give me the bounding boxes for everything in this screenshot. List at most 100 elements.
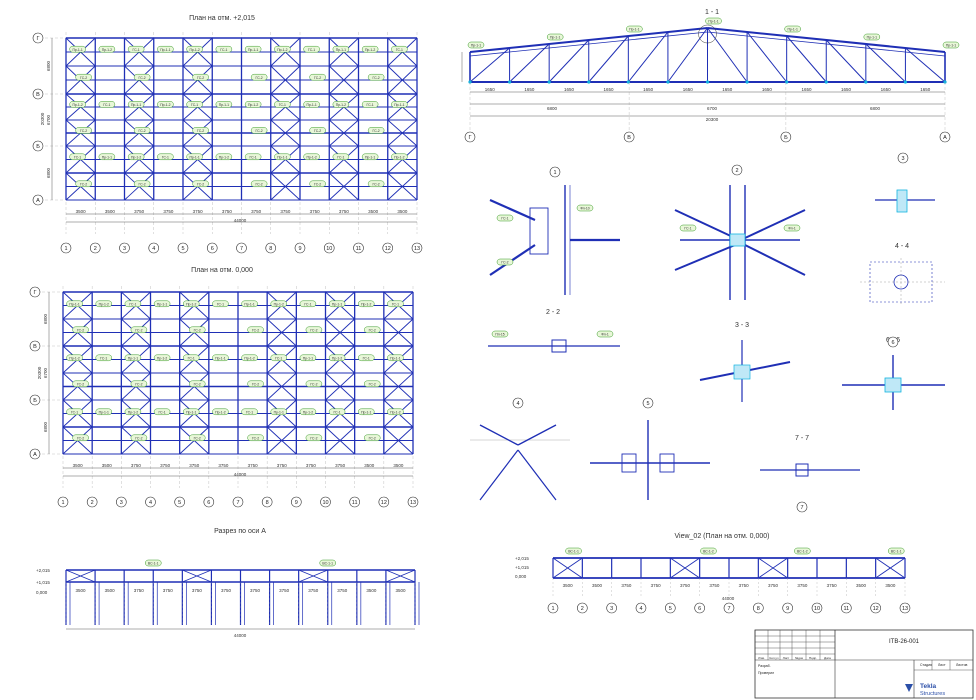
plan-bot-tag-0-9 <box>328 300 346 308</box>
section-7-7-node <box>795 463 809 477</box>
plan-bot-tag-2-8-text: Пр-1-2 <box>303 410 313 414</box>
view-02-tag-1 <box>565 547 582 555</box>
detail-4-lower-right <box>517 449 557 501</box>
plan-bot-row-dim-2: 6800 <box>43 421 48 432</box>
view-02-axis-2-label: 2 <box>581 606 584 612</box>
plan-top-axis-10 <box>323 242 335 254</box>
plan-top-tag2-0-0 <box>75 73 92 81</box>
plan-top-tag-0-1-text: Пр-1-2 <box>102 48 112 52</box>
plan-bot-tag-0-8-text: ГС-1 <box>304 302 311 306</box>
plan-top-tag-0-10-text: Пр-1-2 <box>365 48 375 52</box>
plan-bot-tag-1-9 <box>328 354 346 362</box>
plan-bot-tag-1-4-text: ГС-1 <box>188 356 195 360</box>
plan-bot-tag-0-3-text: Пр-1-1 <box>157 302 167 306</box>
view-02-axis-2 <box>577 602 588 614</box>
plan-bot-tag-2-6 <box>241 408 258 416</box>
plan-top-tag-1-1 <box>98 101 116 108</box>
truss-title: 1 - 1 <box>705 9 719 16</box>
plan-top-tag2-0-6-text: ГС-2 <box>256 76 263 80</box>
detail-marker-3 <box>897 152 909 164</box>
truss-panel-dim-5: 1650 <box>683 87 694 92</box>
title-block-stage-0: Стадия <box>920 663 932 667</box>
plan-bot-axis-8 <box>261 496 273 508</box>
title-block-header-5: Дата <box>824 656 831 660</box>
plan-top-tag-0-7-text: Пр-1-2 <box>277 48 287 52</box>
plan-bot-axis-5-label: 5 <box>178 500 181 506</box>
plan-top-tag-2-4 <box>186 153 203 161</box>
plan-top-bay-dim-10: 3500 <box>368 209 379 214</box>
plan-bot-tag-2-11-text: Пр-1-2 <box>390 410 400 414</box>
plan-bot-brace-2-7-d <box>266 426 297 455</box>
plan-bot-tag-1-3 <box>153 354 171 362</box>
plan-top-axis-5 <box>177 242 189 254</box>
section-a-bay-dim-4: 3750 <box>192 588 203 593</box>
truss-tag-6 <box>705 17 722 25</box>
plan-bot-tag2-1-6-text: ГС-2 <box>252 382 259 386</box>
detail-5-plate-a <box>621 453 637 473</box>
section-2-2-tag-a-text: Пл-15 <box>495 333 504 337</box>
view-02-axis-9 <box>782 602 793 614</box>
truss-axis-А <box>939 131 951 143</box>
section-a-bay-dim-0: 3500 <box>76 588 87 593</box>
truss-tag-6-text: Пр-1-1 <box>708 20 718 24</box>
truss-panel-dim-4: 1650 <box>643 87 654 92</box>
section-a-bay-dim-8: 3750 <box>308 588 319 593</box>
title-block-header-0: Изм. <box>758 656 765 660</box>
view-02-axis-13 <box>899 602 911 614</box>
detail-1-tag-b-text: ГС-2 <box>501 261 508 265</box>
plan-top-tag2-2-4 <box>192 180 209 188</box>
plan-top-axis-8-label: 8 <box>269 246 272 252</box>
truss-diag-10 <box>865 43 906 83</box>
plan-bot-tag-0-7-text: Пр-1-2 <box>274 302 284 306</box>
truss-dim-1: 6800 <box>547 106 558 111</box>
detail-2-diag-c <box>744 209 806 239</box>
title-block-stage-1: Лист <box>938 663 946 667</box>
truss-detail-callout <box>698 24 717 44</box>
plan-bot-tag-1-0-text: Пр-1-2 <box>69 356 79 360</box>
detail-1-tag-a-text: ГС-1 <box>501 217 508 221</box>
plan-bot-axis-7-label: 7 <box>236 500 239 506</box>
plan-top-brace-1-11-d <box>387 119 418 147</box>
truss-node-10 <box>864 80 868 84</box>
plan-top-tag-0-9 <box>332 45 350 53</box>
plan-top-total-dim: 44000 <box>234 218 247 223</box>
plan-bot-tag-0-11-text: ГС-1 <box>392 302 399 306</box>
section-a-bay-dim-6: 3750 <box>250 588 261 593</box>
view-02-axis-10-label: 10 <box>814 606 820 612</box>
plan-top-brace-2-11-d <box>387 172 418 201</box>
view-02-tag-4 <box>887 547 905 555</box>
plan-bot-tag-2-2 <box>124 408 142 416</box>
title-block-header-3: №док <box>795 656 804 660</box>
plan-top-axis-13 <box>411 242 423 254</box>
plan-bot-axis-2 <box>86 496 98 508</box>
plan-top-row-dim-0: 6800 <box>46 60 51 71</box>
plan-bot-axis-10 <box>320 496 331 508</box>
plan-bot-axis-13-label: 13 <box>410 500 416 506</box>
view-02-axis-7-label: 7 <box>727 606 730 612</box>
view-02-bay-dim-8: 3750 <box>797 583 808 588</box>
plan-top-tag2-2-10 <box>367 180 385 188</box>
plan-top-tag-0-8-text: ГС-1 <box>308 48 315 52</box>
plan-bot-brace-2-9-d <box>325 426 355 455</box>
plan-bot-tag-0-6 <box>241 300 258 308</box>
view-02-elev-0: +2,015 <box>515 556 529 561</box>
truss-tag-10-text: Пр-1-1 <box>867 36 877 40</box>
plan-bot-bay-dim-5: 3750 <box>218 463 229 468</box>
plan-top-tag-0-1 <box>98 45 116 53</box>
plan-bot-tag-0-10-text: Пр-1-2 <box>361 302 371 306</box>
truss-node-4 <box>626 80 630 84</box>
truss-tag-8 <box>784 25 801 33</box>
plan-top-bay-dim-11: 3500 <box>397 209 408 214</box>
view-02-tag-4-text: ВС-1-1 <box>891 550 902 554</box>
plan-top-tag-2-8 <box>303 153 320 161</box>
plan-top-bay-dim-7: 3750 <box>280 209 291 214</box>
plan-bot-tag-1-2-text: Пр-1-1 <box>128 356 138 360</box>
plan-top-tag-0-6 <box>244 45 262 53</box>
plan-bot-brace-0-7-d <box>266 318 297 347</box>
section-3-3-plate <box>733 364 751 380</box>
detail-1-plate <box>529 207 549 255</box>
title-block-role-0: Разраб. <box>758 664 771 668</box>
plan-top-axis-6 <box>206 242 218 254</box>
detail-marker-2 <box>731 164 743 176</box>
